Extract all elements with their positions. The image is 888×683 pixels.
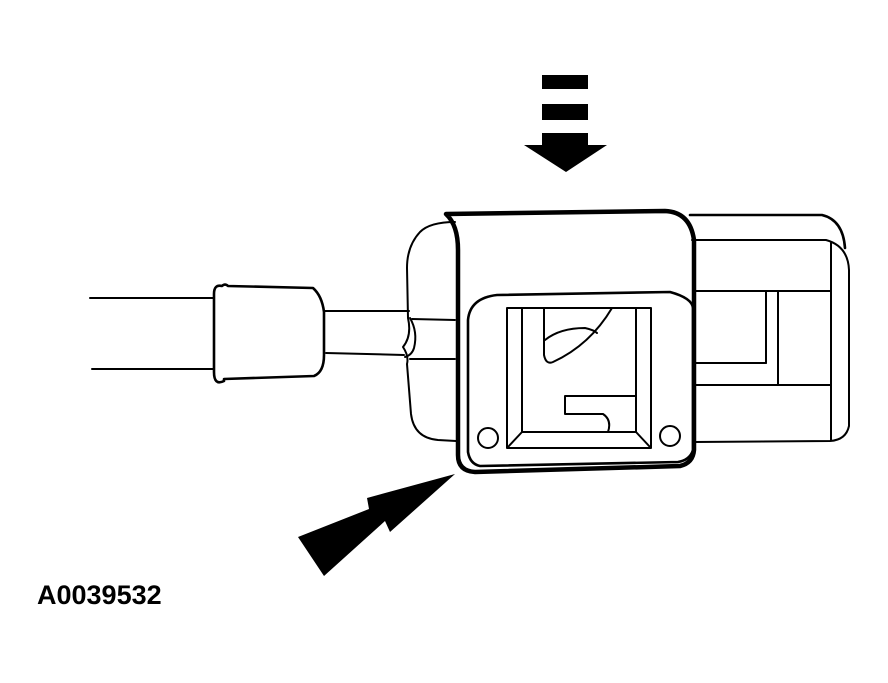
cable-neck bbox=[323, 310, 456, 360]
cable bbox=[89, 297, 215, 370]
figure-label: A0039532 bbox=[37, 580, 162, 610]
connector-locking-body bbox=[443, 208, 697, 475]
connector-front-housing bbox=[688, 213, 850, 443]
connector-rear-cap bbox=[402, 221, 457, 442]
push-down-arrow-icon bbox=[524, 75, 607, 172]
slide-arrow-icon bbox=[298, 474, 455, 576]
cable-boot bbox=[212, 283, 326, 384]
